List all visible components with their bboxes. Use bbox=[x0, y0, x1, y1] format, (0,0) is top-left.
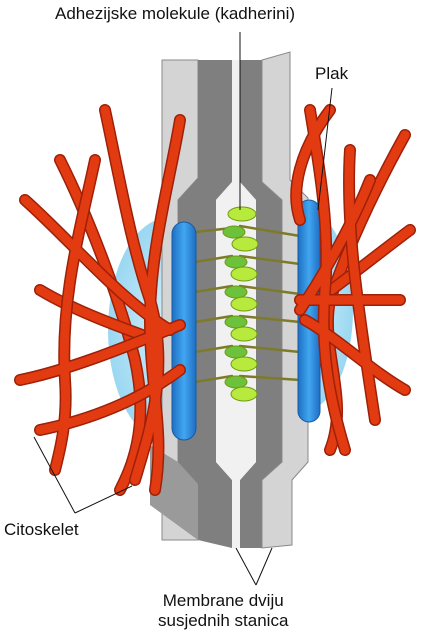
leader-cyto-2 bbox=[75, 486, 132, 513]
label-plaque: Plak bbox=[315, 64, 348, 84]
label-membranes: Membrane dviju susjednih stanica bbox=[158, 591, 288, 630]
label-membranes-line2: susjednih stanica bbox=[158, 611, 288, 631]
leader-membr-1 bbox=[236, 548, 256, 585]
label-adhesion-molecules: Adhezijske molekule (kadherini) bbox=[55, 4, 295, 24]
leader-membr-2 bbox=[256, 548, 272, 585]
label-cytoskeleton: Citoskelet bbox=[4, 520, 79, 540]
label-membranes-line1: Membrane dviju bbox=[158, 591, 288, 611]
